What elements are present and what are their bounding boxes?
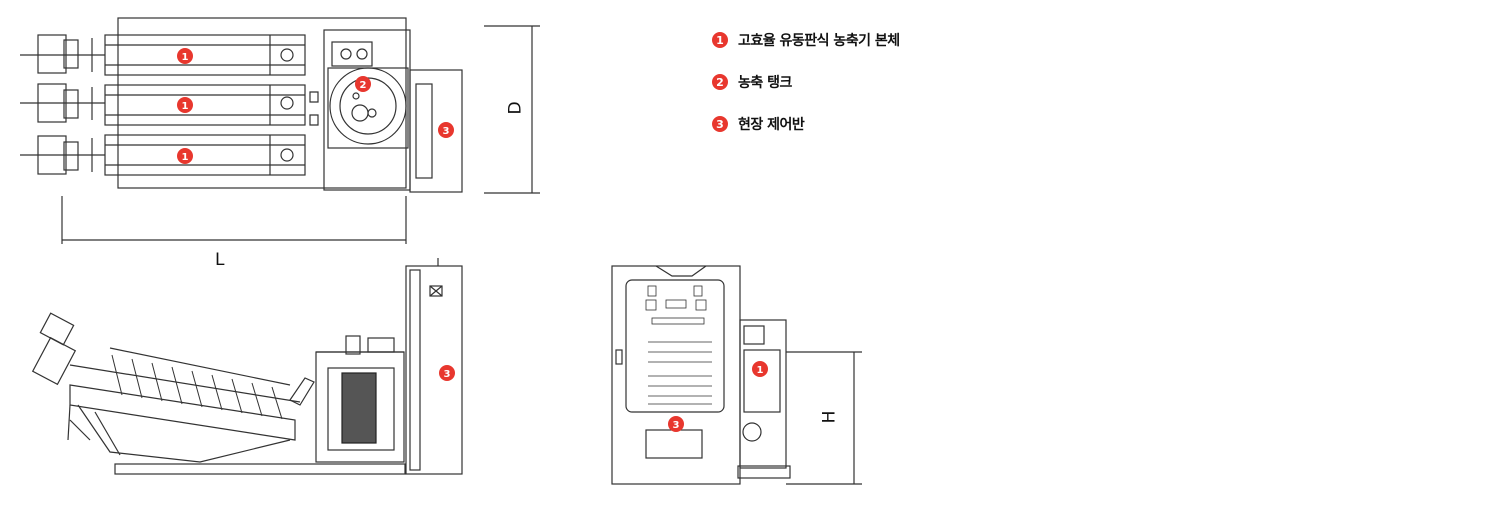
marker-panel-front: 3	[668, 416, 684, 432]
front-view	[611, 265, 862, 485]
tank-top	[309, 41, 409, 149]
screw-unit-3	[20, 134, 306, 176]
marker-body-2: 1	[177, 97, 193, 113]
marker-label: 3	[673, 420, 680, 431]
panel-top	[409, 69, 463, 193]
marker-body-1: 1	[177, 48, 193, 64]
dimension-h-label: H	[819, 410, 840, 424]
marker-label: 1	[182, 52, 189, 63]
marker-panel-top: 3	[438, 122, 454, 138]
marker-label: 3	[443, 126, 450, 137]
legend-item-2: 2 농축 탱크	[712, 72, 900, 92]
side-view	[31, 258, 463, 475]
dimension-l-label: L	[215, 250, 225, 270]
legend-item-3: 3 현장 제어반	[712, 114, 900, 134]
legend-badge: 3	[712, 116, 728, 132]
top-view	[20, 17, 540, 244]
marker-label: 1	[757, 365, 764, 376]
dimension-d-label: D	[505, 101, 526, 115]
marker-label: 1	[182, 152, 189, 163]
marker-label: 3	[444, 369, 451, 380]
screw-unit-1	[20, 34, 306, 76]
legend: 1 고효율 유동판식 농축기 본체 2 농축 탱크 3 현장 제어반	[712, 30, 900, 156]
marker-tank: 2	[355, 76, 371, 92]
marker-body-3: 1	[177, 148, 193, 164]
marker-label: 1	[182, 101, 189, 112]
legend-label: 농축 탱크	[738, 75, 792, 91]
marker-body-front: 1	[752, 361, 768, 377]
markers: 1 1 1 2 3 3 3 1	[177, 48, 768, 432]
screw-unit-2	[20, 83, 306, 126]
legend-label: 현장 제어반	[738, 117, 805, 133]
marker-label: 2	[360, 80, 367, 91]
legend-label: 고효율 유동판식 농축기 본체	[738, 33, 900, 49]
legend-badge: 2	[712, 74, 728, 90]
legend-badge: 1	[712, 32, 728, 48]
legend-item-1: 1 고효율 유동판식 농축기 본체	[712, 30, 900, 50]
marker-panel-side: 3	[439, 365, 455, 381]
